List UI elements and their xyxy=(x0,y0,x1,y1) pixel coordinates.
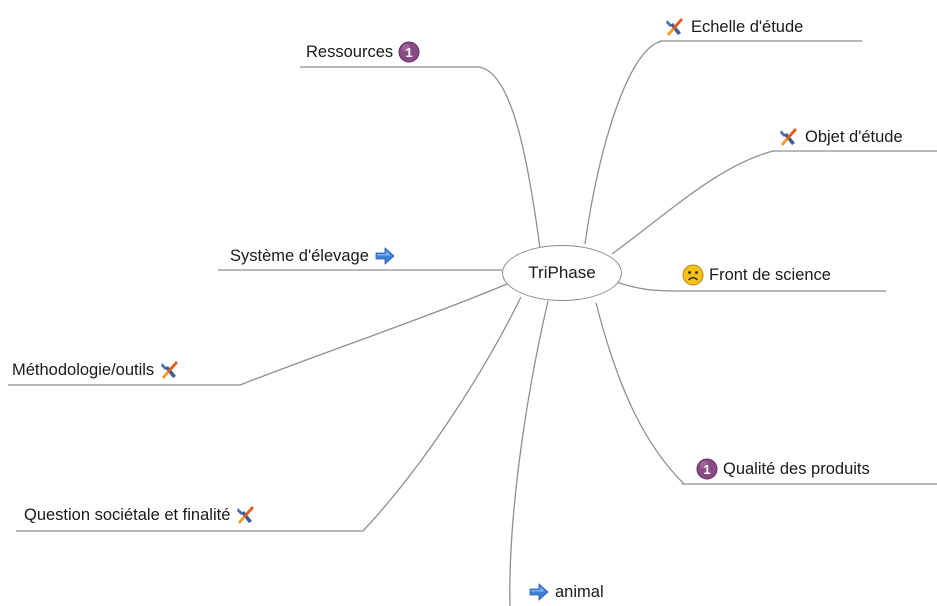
node-question[interactable]: Question sociétale et finalité xyxy=(24,503,257,527)
link-objet xyxy=(611,150,937,255)
link-echelle xyxy=(584,40,862,245)
link-qualite xyxy=(595,302,937,485)
node-methodologie-label: Méthodologie/outils xyxy=(12,361,155,379)
tools-icon xyxy=(159,359,181,381)
node-question-label: Question sociétale et finalité xyxy=(24,506,231,524)
node-ressources[interactable]: Ressources 1 xyxy=(306,40,420,64)
node-systeme-label: Système d'élevage xyxy=(230,247,369,265)
central-node[interactable]: TriPhase xyxy=(502,245,622,301)
link-ressources xyxy=(300,66,541,249)
priority-1-icon: 1 xyxy=(398,41,420,63)
svg-text:1: 1 xyxy=(703,462,710,477)
arrow-right-icon xyxy=(374,245,396,267)
tools-icon xyxy=(664,16,686,38)
node-animal[interactable]: animal xyxy=(528,580,604,604)
node-qualite[interactable]: 1 Qualité des produits xyxy=(696,457,870,481)
node-methodologie[interactable]: Méthodologie/outils xyxy=(12,358,181,382)
arrow-right-icon xyxy=(528,581,550,603)
link-question xyxy=(16,296,522,532)
sad-face-icon xyxy=(682,264,704,286)
node-front-label: Front de science xyxy=(709,266,831,284)
central-node-label: TriPhase xyxy=(528,263,596,282)
link-methodologie xyxy=(8,283,508,386)
svg-text:1: 1 xyxy=(406,45,413,60)
tools-icon xyxy=(235,504,257,526)
node-animal-label: animal xyxy=(555,583,604,601)
node-echelle[interactable]: Echelle d'étude xyxy=(664,15,803,39)
node-systeme[interactable]: Système d'élevage xyxy=(230,244,396,268)
link-animal xyxy=(509,300,549,606)
tools-icon xyxy=(778,126,800,148)
node-objet[interactable]: Objet d'étude xyxy=(778,125,903,149)
priority-1-icon: 1 xyxy=(696,458,718,480)
node-objet-label: Objet d'étude xyxy=(805,128,903,146)
node-qualite-label: Qualité des produits xyxy=(723,460,870,478)
node-ressources-label: Ressources xyxy=(306,43,394,61)
node-front[interactable]: Front de science xyxy=(682,263,831,287)
link-front xyxy=(615,281,886,292)
node-echelle-label: Echelle d'étude xyxy=(691,18,804,36)
